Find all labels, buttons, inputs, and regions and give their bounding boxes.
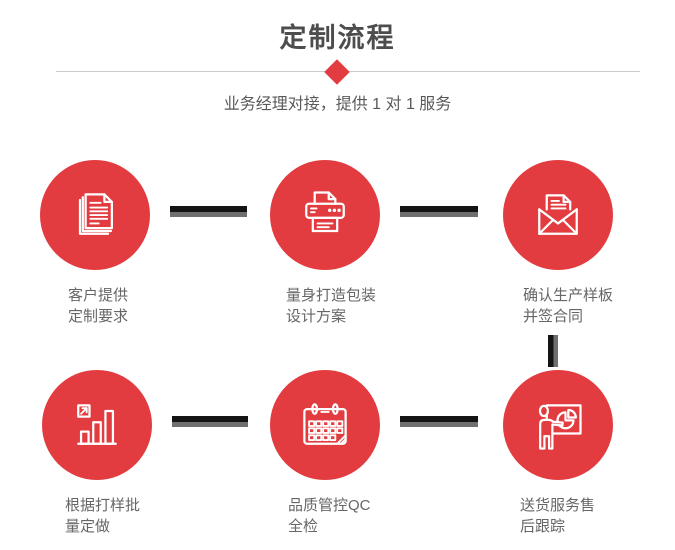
step-label: 送货服务售 后跟踪 xyxy=(520,497,596,535)
step-label: 确认生产样板 并签合同 xyxy=(523,287,614,325)
printer-icon xyxy=(305,191,345,233)
page-title: 定制流程 xyxy=(279,23,396,53)
step-label: 根据打样批 量定做 xyxy=(65,497,141,535)
step-circle-1 xyxy=(40,160,150,270)
connector-step1-step2 xyxy=(170,206,247,217)
step-circle-3 xyxy=(503,160,613,270)
calendar-icon xyxy=(303,403,347,445)
page-subtitle: 业务经理对接，提供 1 对 1 服务 xyxy=(223,96,452,113)
step-label: 品质管控QC 全检 xyxy=(288,497,371,535)
step-label: 量身打造包装 设计方案 xyxy=(286,287,377,325)
step-circle-6 xyxy=(503,370,613,480)
connector-step3-step6 xyxy=(548,335,558,367)
envelope-icon xyxy=(538,194,578,235)
connector-step2-step3 xyxy=(400,206,478,217)
diamond-icon xyxy=(324,59,350,85)
connector-step5-step6 xyxy=(400,416,478,427)
documents-icon xyxy=(78,193,113,235)
bar-chart-icon xyxy=(77,404,117,445)
step-circle-4 xyxy=(42,370,152,480)
presentation-icon xyxy=(538,404,582,450)
step-circle-2 xyxy=(270,160,380,270)
step-circle-5 xyxy=(270,370,380,480)
connector-step4-step5 xyxy=(172,416,248,427)
step-label: 客户提供 定制要求 xyxy=(68,287,129,325)
